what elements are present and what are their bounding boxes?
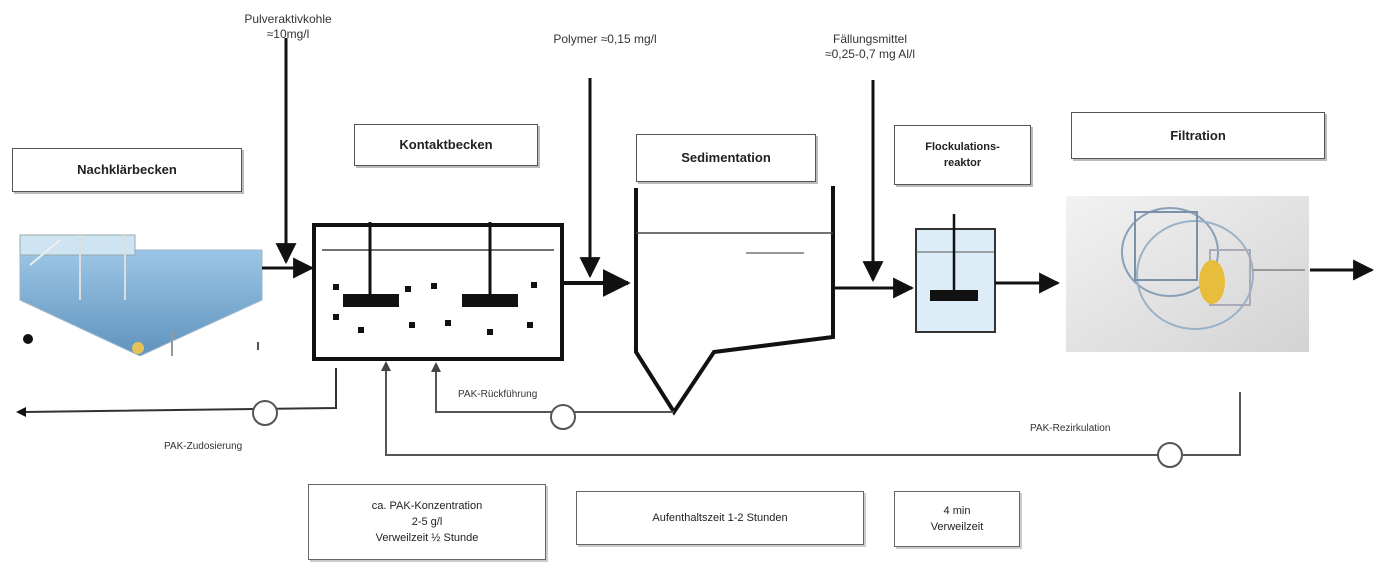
- note-pak-concentration: ca. PAK-Konzentration 2-5 g/l Verweilzei…: [308, 484, 546, 560]
- pak-feed-label: PAK-Zudosierung: [164, 441, 243, 452]
- pak-return-label: PAK-Rückführung: [458, 389, 538, 400]
- note-retention-time-line1: 4 min: [943, 505, 971, 517]
- stage-label-flocculation: Flockulations- reaktor: [894, 125, 1031, 185]
- note-pak-concentration-line3: Verweilzeit ½ Stunde: [375, 532, 479, 544]
- pak-recirculation-label: PAK-Rezirkulation: [1030, 423, 1111, 434]
- note-pak-concentration-line1: ca. PAK-Konzentration: [371, 500, 483, 512]
- pump-icon: [252, 400, 278, 426]
- pak-dosing-label-line2: ≈10mg/l: [266, 27, 310, 41]
- pak-dosing-label: Pulveraktivkohle ≈10mg/l: [200, 12, 376, 42]
- precipitant-dosing-label-line2: ≈0,25-0,7 mg Al/l: [825, 47, 915, 61]
- contact-tank: [312, 222, 564, 361]
- stage-label-flocculation-line1: Flockulations-: [925, 141, 1000, 153]
- note-pak-concentration-line2: 2-5 g/l: [411, 516, 443, 528]
- pak-feed-line: [23, 368, 337, 413]
- stage-label-filtration: Filtration: [1071, 112, 1325, 159]
- pak-recirculation-line: [385, 367, 1241, 456]
- sludge-outlet-dot: [23, 334, 33, 344]
- flocculation-reactor: [915, 214, 996, 333]
- stage-label-clarifier: Nachklärbecken: [12, 148, 242, 192]
- sedimentation-tank: [634, 186, 835, 416]
- clarifier-graphic: [19, 234, 263, 357]
- stage-label-flocculation-line2: reaktor: [943, 157, 982, 169]
- precipitant-dosing-label: Fällungsmittel ≈0,25-0,7 mg Al/l: [770, 32, 970, 62]
- pak-dosing-label-line1: Pulveraktivkohle: [244, 12, 332, 26]
- pak-return-line: [435, 368, 674, 413]
- pump-icon: [550, 404, 576, 430]
- note-retention-time-line2: Verweilzeit: [930, 521, 984, 533]
- stage-label-contact-tank: Kontaktbecken: [354, 124, 538, 166]
- note-residence-time: Aufenthaltszeit 1-2 Stunden: [576, 491, 864, 545]
- pump-icon: [1157, 442, 1183, 468]
- note-retention-time: 4 min Verweilzeit: [894, 491, 1020, 547]
- precipitant-dosing-label-line1: Fällungsmittel: [832, 32, 908, 46]
- filtration-graphic: [1066, 196, 1309, 352]
- polymer-dosing-label: Polymer ≈0,15 mg/l: [553, 32, 657, 46]
- stage-label-sedimentation: Sedimentation: [636, 134, 816, 182]
